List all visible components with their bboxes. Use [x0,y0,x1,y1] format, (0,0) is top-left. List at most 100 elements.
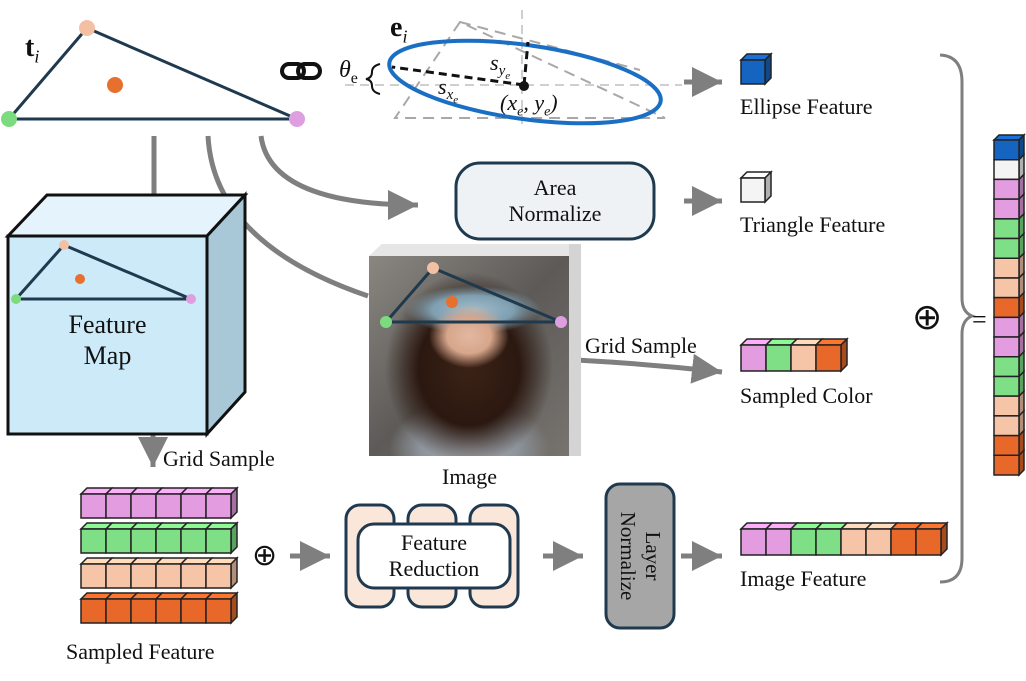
concat-feature-cell-front [993,158,1020,181]
line-triangle-to-image [205,135,369,299]
label-s-x-sub: x [446,87,454,104]
triangle-vertex-right [289,111,305,127]
image-label: Image [442,464,497,489]
sampled-feature-cell-front [130,563,157,589]
sampled-feature-cell-front [105,528,132,554]
feature-map-line2: Map [83,341,132,370]
triangle-feature-label: Triangle Feature [740,212,886,237]
image-feature-cell-front [790,528,817,556]
layer-normalize-box [604,482,676,630]
image-feature-cell-front [840,528,867,556]
label-t-i-sub: i [34,46,40,67]
sampled-feature-cell-front [105,563,132,589]
image-feature-cell-front [890,528,917,556]
feature-map-cube [4,191,249,438]
concat-feature-cell-front [993,316,1020,338]
line-triangle-to-area-normalize [258,135,419,220]
concat-feature-cell-front [993,434,1020,457]
concat-feature-cell-front [993,237,1020,259]
triangle-feature-cube-front [740,177,766,203]
label-e-i-sub: i [402,26,408,47]
image-feature-cell-front [915,528,942,556]
sampled-feature-cell-front [80,563,107,589]
label-center: (xe, ye) [500,90,558,120]
concat-feature-cell-front [993,395,1020,417]
concat-plus-icon: ⊕ [912,297,943,338]
concat-feature-cell-front [993,178,1020,200]
feature-reduction-line2: Reduction [388,556,480,581]
sampled-feature-cell-front [205,563,232,589]
sampled-feature-cell-front [130,493,157,519]
ellipse-semi-axis-x [391,65,525,87]
sampled-feature-label: Sampled Feature [66,639,215,664]
feature-map-label: Feature Map [8,305,207,375]
label-s-x-subsub: e [453,94,459,107]
concat-feature-cell-front [993,336,1020,358]
label-s-y-sub: y [498,63,506,80]
sampled-feature-cell-front [130,598,157,624]
concat-feature-cell-front [993,198,1020,220]
sampled-feature-cell-side [230,521,238,555]
image-feature-label: Image Feature [740,566,867,591]
sampled-feature-cell-front [180,598,207,624]
triangle-feature-cube-side [764,170,772,204]
sampled-feature-cell-front [205,598,232,624]
layer-normalize-label: Layer Normalize [606,484,674,628]
sampled-feature-cell-front [180,528,207,554]
sampled-feature-cell-front [205,528,232,554]
concat-feature-cell-front [993,415,1020,437]
sampled-feature-cell-side [230,556,238,590]
reduction-label-box [356,522,512,590]
sampled-color-label: Sampled Color [740,383,873,408]
feature-arrows [138,67,723,571]
feature-map-line1: Feature [68,309,147,339]
sampled-feature-cell-front [130,528,157,554]
feature-reduction-label: Feature Reduction [358,524,510,588]
concat-feature-cell-front [993,454,1020,476]
sampled-color-cell-front [790,344,817,372]
concat-feature-cell-front [993,356,1020,378]
sampled-feature-cell-front [80,528,107,554]
triangle-vertex-top [79,20,95,36]
triangle-flow-lines [151,135,419,299]
feature-map-vertex-right [186,294,196,304]
add-plus-icon: ⊕ [252,538,278,573]
ellipse-feature-cube-side [764,52,772,86]
label-theta-sub: e [350,69,358,87]
image-feature-cell-side [940,521,948,557]
label-e-i: ei [390,12,408,47]
grid-sample-left-label: Grid Sample [163,446,275,471]
sampled-feature-cell-front [80,493,107,519]
theta-brace [365,63,381,95]
feature-map-top-face [4,193,249,238]
equals-sign: = [972,305,987,334]
feature-map-side-face [205,191,247,438]
label-s-y-subsub: e [505,70,511,83]
concat-feature-cell-front [993,375,1020,397]
label-theta-e: θe [339,57,358,87]
ellipse-bounding-diagonal [459,21,641,71]
label-center-sub2: e [544,104,551,120]
grid-sample-top-label: Grid Sample [585,333,697,358]
sampled-feature-cell-side [230,486,238,520]
layer-normalize-line1: Layer [641,531,666,581]
sampled-feature-cell-front [180,563,207,589]
feature-reduction-block [344,503,520,609]
arrow-grid-sample-color [575,353,723,384]
label-s-y: sye [490,50,511,83]
sampled-feature-cell-front [155,493,182,519]
sampled-color-cell-front [740,344,767,372]
ellipse-bounding-triangle [393,20,666,119]
ellipse-shape [387,38,663,126]
feature-map-triangle [12,243,192,301]
sampled-feature-cell-front [155,598,182,624]
sampled-color-cell-front [815,344,842,372]
triangle-centroid [107,77,123,93]
image-side-edge [569,244,581,456]
sampled-feature-cell-front [105,598,132,624]
sampled-color-cell-side [840,337,848,373]
image-top-edge [369,244,581,256]
triangle-primitive [1,20,305,127]
area-normalize-label: Area Normalize [456,163,654,239]
ellipse-semi-axis-y [522,41,530,86]
